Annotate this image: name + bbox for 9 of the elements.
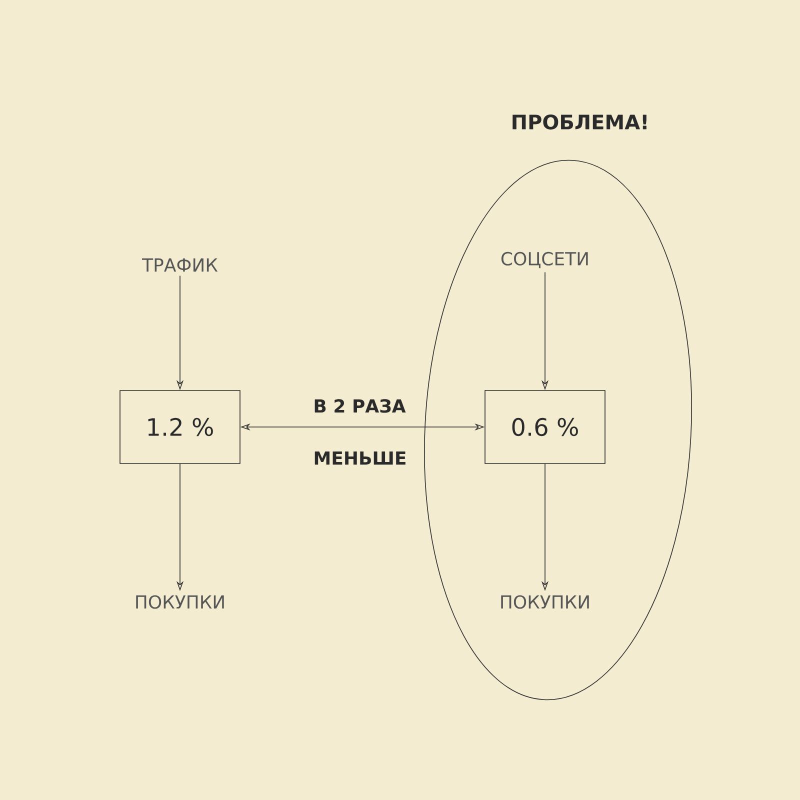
node-label: ПОКУПКИ [136,595,224,609]
heading: ПРОБЛЕМА! [512,114,646,130]
node-label: СОЦСЕТИ [501,252,588,268]
node-label: ПОКУПКИ [501,595,589,609]
percent-box: 1.2 % [120,390,240,464]
edge-label: В 2 РАЗА [311,397,408,415]
node-label: ТРАФИК [142,258,218,272]
percent-box: 0.6 % [484,390,606,464]
label-text: МЕНЬШЕ [311,449,409,467]
